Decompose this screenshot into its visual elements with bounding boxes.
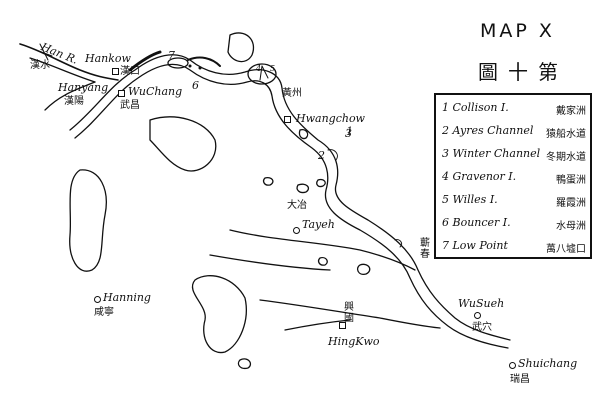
legend-item-2: 2 Ayres Channel 猿船水道 — [442, 122, 586, 142]
city-marker-hankow — [112, 68, 119, 75]
river-marker-2: 2 — [318, 149, 325, 162]
legend-item-4: 4 Gravenor I. 鴨蛋洲 — [442, 168, 586, 188]
han-river-chinese-label: 漢水 — [30, 60, 50, 71]
lake-mid — [149, 116, 217, 172]
legend-item-7: 7 Low Point 萬八墟口 — [442, 237, 586, 257]
island-willes — [167, 57, 189, 69]
city-chinese-huangchow: 黃州 — [282, 88, 302, 99]
city-chinese-wuchang: 武昌 — [120, 100, 140, 111]
river-marker-6: 6 — [192, 79, 199, 92]
city-marker-wuchang — [118, 90, 125, 97]
city-chinese-kichun: 蘄春 — [420, 238, 430, 260]
yangtze-river-south-bank — [74, 63, 509, 349]
legend-item-chinese: 戴家洲 — [556, 106, 586, 117]
river-marker-4: 4 — [256, 64, 262, 73]
city-chinese-shuichang: 瑞昌 — [510, 374, 530, 385]
legend-item-1: 1 Collison I. 戴家洲 — [442, 99, 586, 119]
legend-item-3: 3 Winter Channel 冬期水道 — [442, 145, 586, 165]
city-marker-shuichang — [509, 362, 516, 369]
city-label-huangchow: Hwangchow — [296, 112, 365, 125]
legend-item-label: 4 Gravenor I. — [442, 170, 517, 183]
lake-west — [69, 169, 107, 272]
legend-item-5: 5 Willes I. 羅霞洲 — [442, 191, 586, 211]
legend-item-label: 5 Willes I. — [442, 193, 498, 206]
legend-item-label: 1 Collison I. — [442, 101, 509, 114]
legend-item-chinese: 萬八墟口 — [546, 244, 586, 255]
city-chinese-hingkwo: 興國 — [344, 302, 354, 324]
city-chinese-hanyang: 漢陽 — [64, 96, 84, 107]
city-label-shuichang: Shuichang — [518, 357, 578, 370]
city-label-hanning: Hanning — [103, 291, 151, 304]
river-marker-1: 1 — [346, 125, 353, 138]
legend-item-label: 6 Bouncer I. — [442, 216, 511, 229]
map-subtitle-chinese: 圖十第 — [478, 60, 568, 84]
city-marker-hanning — [94, 296, 101, 303]
city-label-hankow: Hankow — [85, 52, 131, 65]
city-label-hanyang: Hanyang — [58, 81, 109, 94]
river-marker-7: 7 — [168, 49, 175, 62]
city-label-hingkwo: HingKwo — [328, 335, 380, 348]
legend-item-label: 2 Ayres Channel — [442, 124, 534, 137]
yangtze-river-north-bank — [69, 54, 511, 341]
river-marker-3: 3 — [345, 127, 352, 140]
city-marker-wusueh — [474, 312, 481, 319]
legend-item-chinese: 冬期水道 — [546, 152, 586, 163]
city-chinese-hankow: 漢口 — [120, 66, 140, 77]
river-marker-5: 5 — [270, 64, 276, 73]
city-label-wuchang: WuChang — [128, 85, 183, 98]
lake-south — [192, 275, 247, 354]
lake-north-1 — [227, 32, 255, 63]
city-label-wusueh: WuSueh — [458, 297, 505, 310]
city-chinese-tayeh: 大冶 — [287, 200, 307, 211]
legend-item-label: 3 Winter Channel — [442, 147, 541, 160]
city-marker-huangchow — [284, 116, 291, 123]
city-chinese-hanning: 咸寧 — [94, 307, 114, 318]
legend-item-chinese: 猿船水道 — [546, 129, 586, 140]
map-title: MAP X — [480, 20, 555, 42]
island-gravenor — [247, 63, 277, 85]
city-label-tayeh: Tayeh — [302, 218, 335, 231]
legend-item-chinese: 水母洲 — [556, 221, 586, 232]
legend-box: 1 Collison I. 戴家洲 2 Ayres Channel 猿船水道 3… — [434, 93, 592, 259]
city-chinese-wusueh: 武穴 — [472, 322, 492, 333]
legend-item-chinese: 羅霞洲 — [556, 198, 586, 209]
city-marker-tayeh — [293, 227, 300, 234]
legend-item-chinese: 鴨蛋洲 — [556, 175, 586, 186]
legend-item-label: 7 Low Point — [442, 239, 508, 252]
city-marker-hingkwo — [339, 322, 346, 329]
legend-item-6: 6 Bouncer I. 水母洲 — [442, 214, 586, 234]
